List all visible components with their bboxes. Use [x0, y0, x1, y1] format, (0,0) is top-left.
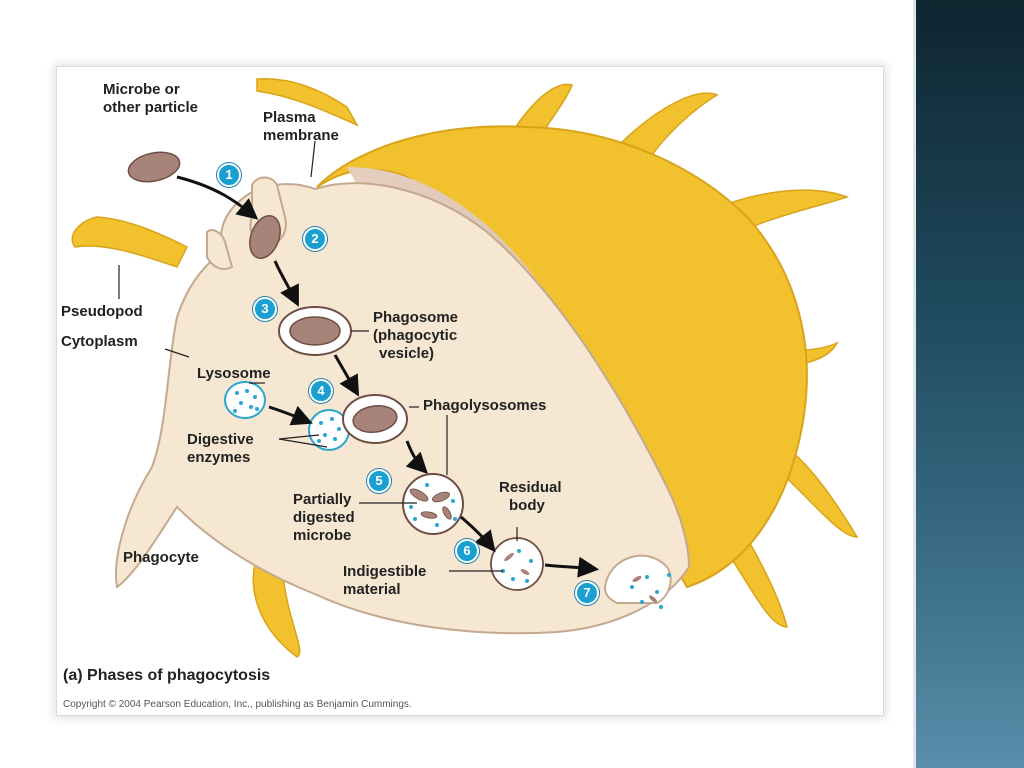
- step-badge-5: 5: [367, 469, 391, 493]
- fusing-enzymes: [317, 417, 341, 443]
- step-badge-7: 7: [575, 581, 599, 605]
- slide-decor-sidebar: [916, 0, 1024, 768]
- step-badge-6: 6: [455, 539, 479, 563]
- phagocytosis-figure: Microbe or other particle Plasma membran…: [56, 66, 884, 716]
- phagolysosome: [402, 473, 464, 535]
- phagocyte-diagram: [71, 78, 859, 658]
- label-phagolysosomes: Phagolysosomes: [423, 397, 547, 414]
- label-phagosome-line1: Phagosome: [373, 309, 459, 326]
- phagosome-microbe: [289, 316, 341, 346]
- indigestible-material: [504, 552, 530, 576]
- label-indigestible-line1: Indigestible: [343, 563, 427, 580]
- expelled-debris: [632, 575, 658, 603]
- label-phagocyte: Phagocyte: [123, 549, 199, 566]
- label-leaders: [118, 140, 518, 572]
- label-microbe-line1: Microbe or: [103, 81, 180, 98]
- figure-caption: (a) Phases of phagocytosis: [63, 667, 270, 685]
- label-partial-line2: digested: [293, 509, 355, 526]
- label-cytoplasm: Cytoplasm: [61, 333, 138, 350]
- label-indigestible-line2: material: [343, 581, 401, 598]
- residual-enzymes: [501, 549, 533, 583]
- digesting-microbe: [409, 488, 452, 520]
- label-phagosome-line3: vesicle): [379, 345, 435, 362]
- label-phagosome-line2: (phagocytic: [373, 327, 458, 344]
- label-partial-line3: microbe: [293, 527, 352, 544]
- phagolysosome-enzymes: [409, 483, 457, 527]
- lysosome: [224, 381, 266, 419]
- pseudopod-left: [206, 229, 234, 270]
- expelled-material: [630, 573, 671, 609]
- label-residual-line1: Residual: [499, 479, 562, 496]
- lysosome-enzymes: [233, 389, 259, 413]
- caption-prefix: (a): [63, 667, 83, 684]
- step-badge-3: 3: [253, 297, 277, 321]
- label-lysosome: Lysosome: [197, 365, 271, 382]
- caption-text: Phases of phagocytosis: [87, 667, 271, 684]
- label-residual-line2: body: [509, 497, 545, 514]
- microbe: [127, 151, 181, 183]
- step-badge-1: 1: [217, 163, 241, 187]
- residual-body: [490, 537, 544, 591]
- step-badge-4: 4: [309, 379, 333, 403]
- label-microbe-line2: other particle: [103, 99, 199, 116]
- label-plasma-line1: Plasma: [263, 109, 316, 126]
- copyright-notice: Copyright © 2004 Pearson Education, Inc.…: [63, 699, 412, 710]
- label-digestive-line1: Digestive: [187, 431, 254, 448]
- step-badge-2: 2: [303, 227, 327, 251]
- fusing-microbe: [352, 405, 398, 433]
- label-pseudopod: Pseudopod: [61, 303, 143, 320]
- process-arrows: [176, 175, 600, 578]
- engulfed-microbe: [249, 215, 281, 259]
- label-digestive-line2: enzymes: [187, 449, 251, 466]
- sidebar-divider: [913, 0, 916, 768]
- label-plasma-line2: membrane: [263, 127, 339, 144]
- label-partial-line1: Partially: [293, 491, 352, 508]
